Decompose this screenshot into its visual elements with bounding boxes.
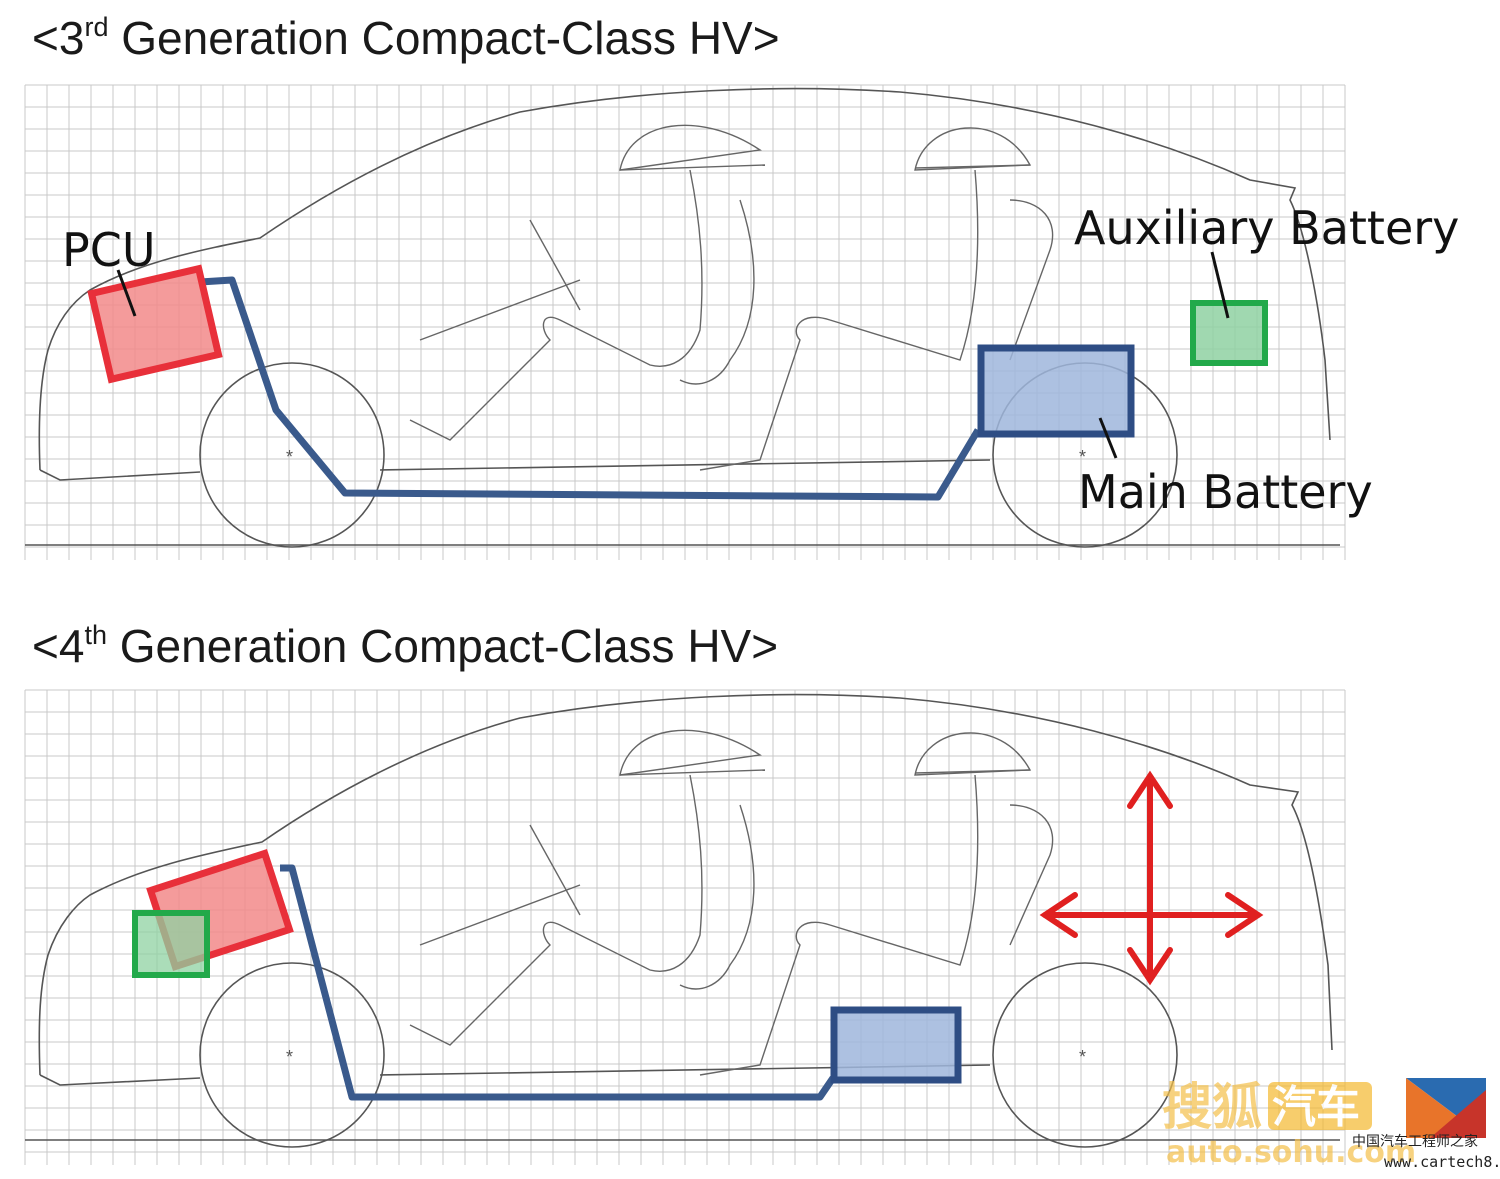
pcu-leader-line: [116, 269, 137, 317]
sohu-watermark: 搜狐 汽车 auto.sohu.com: [1162, 1078, 1416, 1170]
svg-text:*: *: [1079, 1047, 1086, 1067]
svg-text:*: *: [286, 1047, 293, 1067]
auxiliary-battery-box-4th: [132, 910, 210, 978]
pcu-label: PCU: [62, 223, 156, 277]
front-wheel-4th: *: [199, 962, 385, 1148]
main-battery-box-4th: [830, 1006, 962, 1084]
main-battery-box-3rd: [977, 344, 1135, 438]
sohu-url: auto.sohu.com: [1166, 1135, 1416, 1170]
sohu-brand-left: 搜狐: [1162, 1078, 1262, 1136]
front-wheel-3rd: *: [199, 362, 385, 548]
sohu-brand-badge: [1268, 1082, 1372, 1130]
sohu-brand-right: 汽车: [1272, 1082, 1360, 1133]
panel-3rd-generation: <3rd Generation Compact-Class HV> * *: [24, 12, 1459, 560]
pcu-box-3rd: [87, 264, 223, 384]
grid-background-3rd: [24, 84, 1346, 560]
svg-text:*: *: [286, 447, 293, 467]
auxiliary-battery-leader-line: [1210, 251, 1230, 319]
svg-text:*: *: [1079, 447, 1086, 467]
driver-figure-3rd: [409, 124, 766, 441]
space-expansion-arrows-icon: [1039, 770, 1264, 986]
cartech8-site-url: www.cartech8.com: [1384, 1153, 1500, 1171]
car-outline-3rd: [25, 87, 1340, 546]
wire-harness-4th: [280, 864, 836, 1101]
panel-4th-generation: <4th Generation Compact-Class HV> * *: [24, 620, 1346, 1165]
main-battery-label: Main Battery: [1078, 465, 1373, 519]
auxiliary-battery-box-3rd: [1190, 300, 1268, 366]
rear-passenger-figure-3rd: [699, 127, 1054, 471]
auxiliary-battery-label: Auxiliary Battery: [1074, 201, 1459, 255]
cartech8-logo-icon: [1406, 1078, 1486, 1138]
main-battery-leader-line: [1098, 417, 1118, 459]
rear-passenger-figure-4th: [699, 732, 1054, 1076]
cartech8-watermark: 中国汽车工程师之家 www.cartech8.com: [1352, 1078, 1500, 1171]
panel-title-3rd: <3rd Generation Compact-Class HV>: [32, 12, 780, 64]
driver-figure-4th: [409, 729, 766, 1046]
wire-harness-3rd: [199, 276, 982, 501]
rear-wheel-4th: *: [992, 962, 1178, 1148]
cartech8-site-name: 中国汽车工程师之家: [1352, 1133, 1478, 1150]
grid-background-4th: [24, 689, 1346, 1165]
panel-title-4th: <4th Generation Compact-Class HV>: [32, 620, 778, 672]
